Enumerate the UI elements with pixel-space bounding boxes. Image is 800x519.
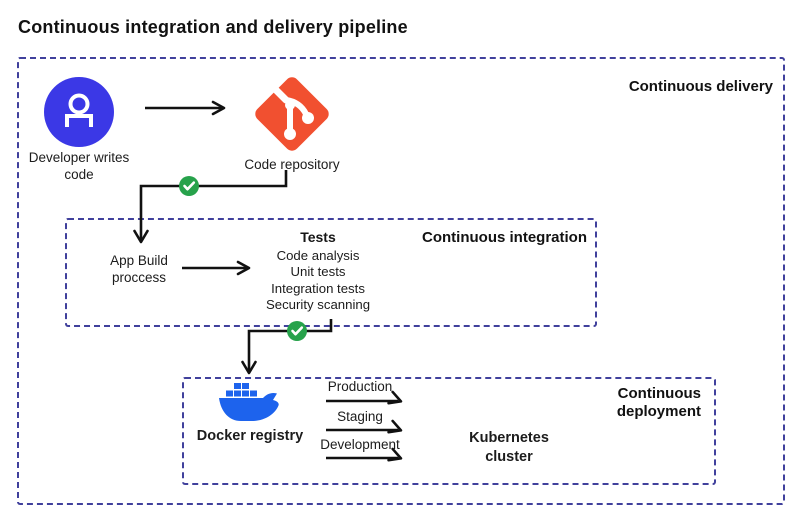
- developer-icon: [44, 77, 114, 147]
- test-item-code-analysis: Code analysis: [276, 247, 360, 263]
- code-repository-label: Code repository: [244, 157, 340, 172]
- continuous-delivery-label: Continuous delivery: [628, 78, 773, 95]
- continuous-integration-label: Continuous integration: [422, 229, 587, 246]
- env-label-development: Development: [320, 437, 400, 452]
- kubernetes-cluster-label: Kubernetes cluster: [469, 430, 549, 465]
- continuous-delivery-box: [17, 57, 785, 505]
- tests-title: Tests: [300, 229, 336, 245]
- test-item-security-scanning: Security scanning: [265, 297, 371, 313]
- continuous-deployment-label: Continuous deployment: [616, 385, 701, 420]
- test-item-unit-tests: Unit tests: [290, 264, 346, 280]
- git-branch-icon: [269, 83, 314, 140]
- docker-registry-label: Docker registry: [196, 428, 304, 444]
- env-label-production: Production: [327, 379, 393, 394]
- developer-label: Developer writes code: [28, 150, 130, 183]
- test-item-integration-tests: Integration tests: [271, 280, 365, 296]
- person-icon: [65, 93, 93, 127]
- continuous-deployment-box: [182, 377, 716, 485]
- docker-icon: [219, 383, 279, 421]
- env-label-staging: Staging: [337, 409, 383, 424]
- page-title: Continuous integration and delivery pipe…: [18, 17, 408, 37]
- tests-node: Tests Code analysis Unit tests Integrati…: [240, 229, 396, 313]
- app-build-label: App Build proccess: [110, 253, 168, 286]
